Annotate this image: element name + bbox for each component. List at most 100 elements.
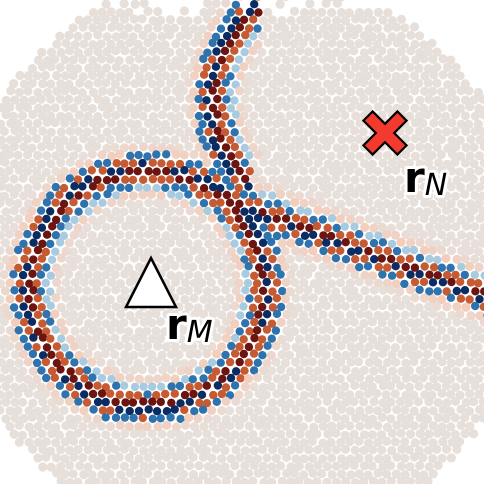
field-dot — [221, 317, 232, 327]
field-dot — [332, 190, 342, 200]
field-dot — [5, 197, 15, 207]
field-dot — [429, 374, 439, 384]
field-dot — [428, 358, 438, 368]
ribbon-dot — [216, 134, 225, 143]
field-dot — [115, 72, 125, 82]
field-dot — [101, 430, 111, 440]
field-dot — [406, 223, 416, 233]
field-dot — [106, 102, 116, 113]
ribbon-dot — [236, 246, 245, 255]
ribbon-dot — [392, 246, 402, 256]
field-dot — [92, 221, 102, 231]
ribbon-dot — [239, 349, 248, 359]
field-dot — [24, 199, 34, 209]
field-dot — [101, 0, 111, 9]
field-dot — [54, 413, 65, 423]
field-dot — [137, 78, 147, 88]
ribbon-dot — [133, 167, 142, 176]
ribbon-dot — [36, 287, 46, 296]
field-dot — [289, 39, 299, 49]
field-dot — [275, 189, 286, 199]
field-dot — [184, 141, 194, 151]
field-dot — [268, 79, 278, 89]
ribbon-dot — [116, 167, 125, 176]
ribbon-dot — [221, 143, 231, 152]
field-dot — [336, 390, 346, 400]
ribbon-dot — [32, 358, 42, 368]
ribbon-dot — [148, 158, 157, 167]
field-dot — [231, 414, 241, 424]
field-dot — [460, 158, 470, 168]
field-dot — [349, 429, 359, 439]
field-dot — [157, 62, 167, 73]
ribbon-dot — [245, 7, 255, 17]
field-dot — [4, 229, 15, 239]
field-dot — [354, 390, 364, 400]
ribbon-dot — [359, 239, 368, 248]
field-dot — [300, 374, 310, 384]
field-dot — [478, 397, 484, 407]
field-dot — [295, 317, 305, 327]
field-dot — [180, 420, 190, 430]
field-dot — [456, 215, 466, 225]
field-dot — [144, 357, 154, 367]
field-dot — [120, 221, 131, 231]
ribbon-dot — [378, 270, 387, 279]
field-dot — [277, 446, 287, 456]
ribbon-dot — [211, 62, 221, 71]
field-dot — [50, 54, 60, 64]
field-dot — [396, 461, 406, 471]
field-dot — [4, 390, 14, 400]
field-dot — [452, 254, 462, 264]
ribbon-dot — [216, 24, 226, 33]
field-dot — [351, 111, 361, 121]
field-dot — [382, 213, 392, 223]
field-dot — [369, 350, 379, 360]
ribbon-dot — [202, 399, 212, 408]
field-dot — [464, 86, 474, 96]
field-dot — [355, 406, 365, 416]
field-dot — [359, 349, 369, 359]
field-dot — [409, 406, 419, 416]
ribbon-dot — [52, 342, 62, 351]
field-dot — [382, 436, 392, 446]
ribbon-dot — [213, 206, 222, 215]
field-dot — [28, 429, 38, 439]
field-dot — [376, 430, 387, 440]
field-dot — [88, 118, 98, 128]
ribbon-dot — [82, 366, 92, 375]
field-dot — [73, 143, 83, 153]
field-dot — [397, 349, 407, 359]
ribbon-dot — [225, 88, 235, 97]
field-dot — [244, 134, 254, 144]
ribbon-dot — [93, 175, 102, 185]
field-dot — [179, 6, 189, 16]
ribbon-dot — [231, 367, 241, 376]
field-dot — [457, 246, 467, 256]
field-dot — [263, 166, 273, 176]
ribbon-dot — [60, 343, 70, 352]
field-dot — [386, 175, 396, 185]
field-dot — [446, 453, 456, 463]
ribbon-dot — [216, 184, 225, 193]
field-dot — [350, 269, 360, 280]
ribbon-dot — [221, 63, 230, 72]
field-dot — [79, 102, 90, 112]
field-dot — [137, 476, 147, 484]
field-dot — [447, 149, 457, 159]
field-dot — [340, 125, 350, 135]
field-dot — [442, 62, 453, 72]
field-dot — [391, 469, 401, 479]
field-dot — [313, 16, 323, 26]
field-dot — [381, 229, 391, 239]
field-dot — [78, 245, 88, 255]
field-dot — [230, 429, 240, 440]
field-dot — [230, 460, 240, 471]
field-dot — [336, 103, 347, 113]
field-dot — [119, 14, 130, 24]
field-dot — [415, 142, 425, 152]
ribbon-dot — [59, 199, 69, 209]
field-dot — [93, 460, 103, 470]
field-dot — [451, 142, 461, 152]
field-dot — [211, 318, 221, 328]
